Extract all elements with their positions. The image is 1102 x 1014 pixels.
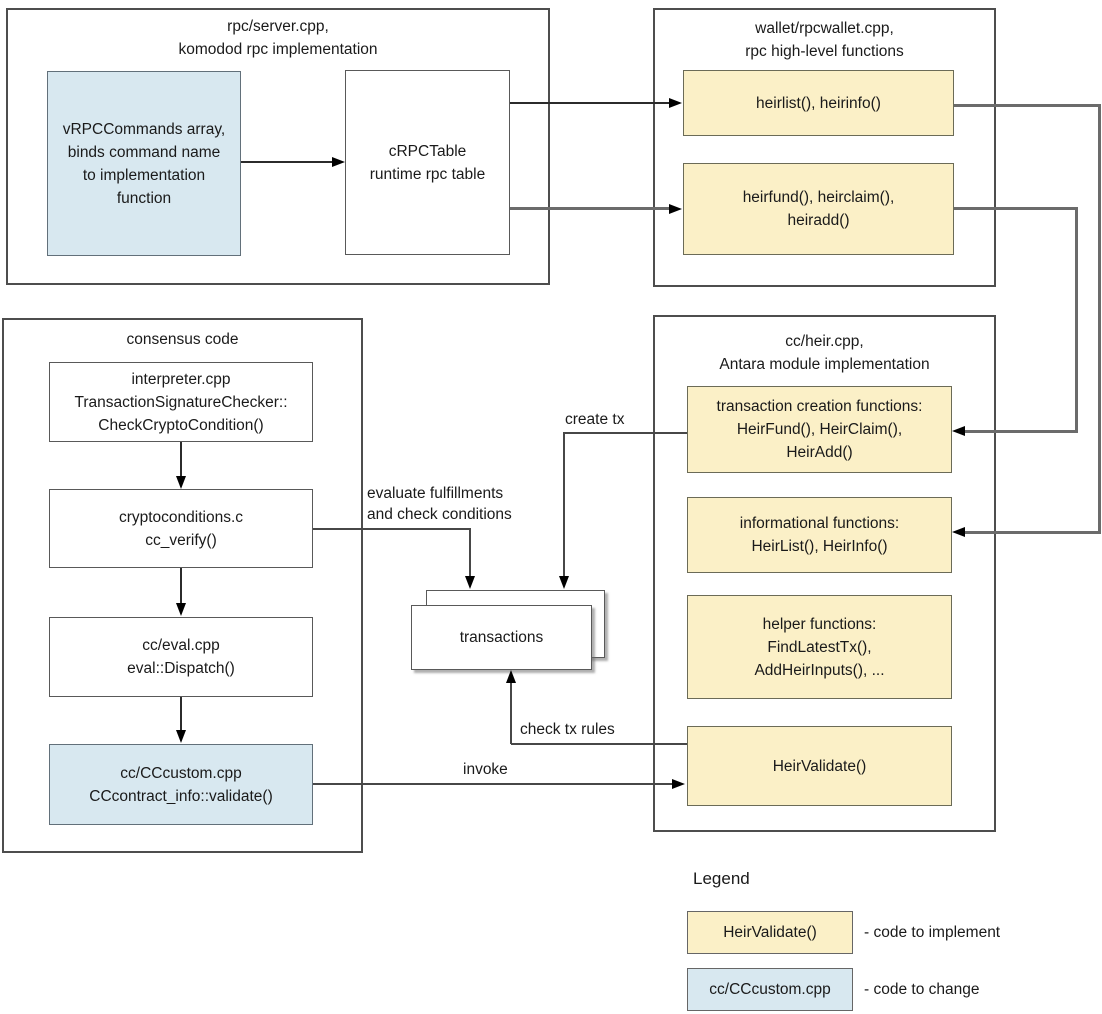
connector-heirlist-to-informational-h2 — [964, 531, 1101, 534]
node-interpreter: interpreter.cpp TransactionSignatureChec… — [49, 362, 313, 442]
node-transactions: transactions — [411, 605, 592, 670]
legend-title: Legend — [693, 869, 750, 888]
container-wallet-title-line1: wallet/rpcwallet.cpp, — [755, 20, 894, 37]
edge-label-evaluate: evaluate fulfillments and check conditio… — [367, 485, 512, 523]
container-consensus: consensus code — [2, 318, 363, 853]
node-cc-custom: cc/CCcustom.cpp CCcontract_info::validat… — [49, 744, 313, 825]
container-heir-title-line1: cc/heir.cpp, — [785, 333, 864, 350]
connector-heirlist-to-informational-h1 — [954, 104, 1101, 107]
arrowhead-to-informational — [952, 527, 965, 537]
edge-label-create-tx: create tx — [565, 411, 625, 428]
container-heir: cc/heir.cpp, Antara module implementatio… — [653, 315, 996, 832]
container-wallet-title-line2: rpc high-level functions — [745, 43, 904, 60]
arrowhead-crpctable-to-heirlist — [669, 98, 682, 108]
connector-create-tx-v — [563, 432, 565, 578]
arrowhead-create-tx — [559, 576, 569, 589]
connector-crpctable-to-heirfund — [510, 207, 671, 210]
arrowhead-to-txcreation — [952, 426, 965, 436]
container-wallet: wallet/rpcwallet.cpp, rpc high-level fun… — [653, 8, 996, 287]
legend-swatch-implement: HeirValidate() — [687, 911, 853, 954]
container-rpc-server: rpc/server.cpp, komodod rpc implementati… — [6, 8, 550, 285]
arrowhead-check-tx — [506, 670, 516, 683]
connector-create-tx-h — [565, 432, 687, 434]
connector-cceval-to-cccustom — [180, 697, 182, 732]
connector-vrpc-to-crpctable — [241, 161, 334, 163]
node-cryptoconditions: cryptoconditions.c cc_verify() — [49, 489, 313, 568]
connector-check-tx-v — [510, 682, 512, 744]
connector-crpctable-to-heirlist — [510, 102, 671, 104]
container-heir-title-line2: Antara module implementation — [719, 356, 930, 373]
connector-evaluate-v — [469, 528, 471, 578]
container-rpc-server-title-line2: komodod rpc implementation — [178, 41, 378, 58]
arrowhead-to-cryptoconditions — [176, 476, 186, 489]
legend-desc-implement: - code to implement — [864, 923, 1001, 941]
connector-heirlist-to-informational-v — [1098, 104, 1101, 534]
arrowhead-to-cceval — [176, 603, 186, 616]
legend-desc-change: - code to change — [864, 980, 980, 998]
node-informational-functions: informational functions: HeirList(), Hei… — [687, 497, 952, 573]
node-heirlist-rpc: heirlist(), heirinfo() — [683, 70, 954, 136]
connector-evaluate-h — [313, 528, 471, 530]
node-cc-eval: cc/eval.cpp eval::Dispatch() — [49, 617, 313, 697]
connector-heirfund-to-txcreation-h1 — [954, 207, 1078, 210]
legend-swatch-change: cc/CCcustom.cpp — [687, 968, 853, 1011]
arrowhead-invoke — [672, 779, 685, 789]
edge-label-check-tx-rules: check tx rules — [520, 721, 615, 738]
container-rpc-server-title-line1: rpc/server.cpp, — [227, 18, 329, 35]
edge-label-invoke: invoke — [463, 761, 508, 778]
arrowhead-crpctable-to-heirfund — [669, 204, 682, 214]
connector-cryptoconditions-to-cceval — [180, 568, 182, 605]
node-heirvalidate: HeirValidate() — [687, 726, 952, 806]
connector-heirfund-to-txcreation-v — [1075, 207, 1078, 433]
node-tx-creation-functions: transaction creation functions: HeirFund… — [687, 386, 952, 473]
node-heirfund-rpc: heirfund(), heirclaim(), heiradd() — [683, 163, 954, 255]
connector-invoke — [313, 783, 674, 785]
node-helper-functions: helper functions: FindLatestTx(), AddHei… — [687, 595, 952, 699]
connector-check-tx-h — [511, 743, 687, 745]
arrowhead-vrpc-to-crpctable — [332, 157, 345, 167]
arrowhead-to-cccustom — [176, 730, 186, 743]
node-crpctable: cRPCTable runtime rpc table — [345, 70, 510, 255]
container-consensus-title: consensus code — [126, 331, 239, 348]
arrowhead-evaluate — [465, 576, 475, 589]
connector-heirfund-to-txcreation-h2 — [964, 430, 1078, 433]
node-vrpccommands-array: vRPCCommands array, binds command name t… — [47, 71, 241, 256]
connector-interpreter-to-cryptoconditions — [180, 442, 182, 478]
